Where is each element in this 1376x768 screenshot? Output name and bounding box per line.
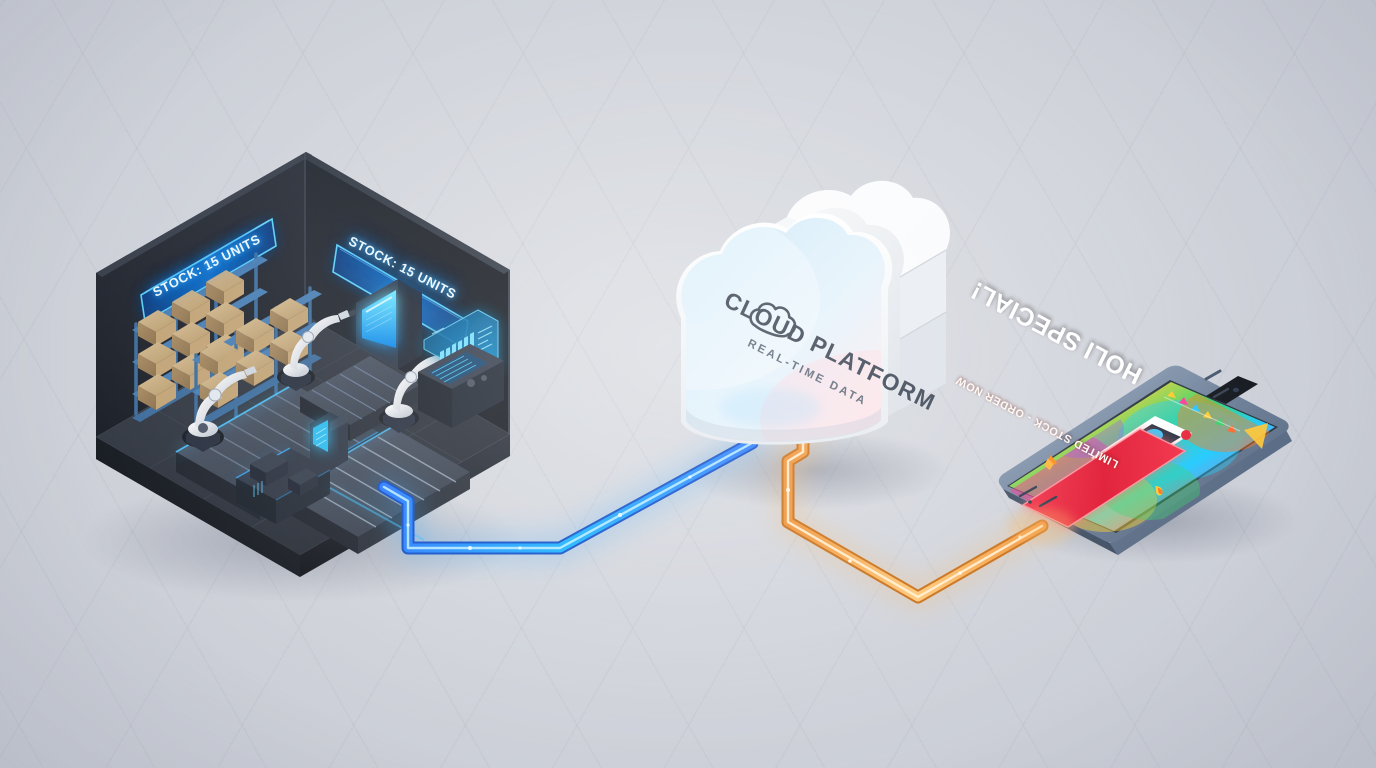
megaphone-icon <box>1044 455 1057 471</box>
cloud-lobe-upper <box>787 180 950 277</box>
control-terminal[interactable] <box>418 309 504 428</box>
workbench[interactable] <box>235 447 331 524</box>
product-badge <box>1181 430 1191 440</box>
fire-icon <box>1155 485 1163 496</box>
rack-boxes-row2 <box>138 302 244 378</box>
phone-bottom-ports <box>1018 485 1058 508</box>
cloud-lobe-mid <box>900 250 946 339</box>
cloud-face <box>681 217 885 442</box>
robot-arm-left[interactable] <box>182 366 257 452</box>
hologram-header <box>431 327 445 335</box>
data-packets-blue <box>406 475 692 550</box>
phone-notch <box>1206 376 1258 404</box>
phone-cable-glow <box>1008 508 1076 544</box>
robot-arm-right[interactable] <box>379 350 454 433</box>
stock-sign-left[interactable] <box>140 217 277 324</box>
phone-side-button[interactable] <box>1204 369 1222 381</box>
rack-boxes-front <box>200 298 308 408</box>
storage-rack-front[interactable] <box>192 286 322 442</box>
cloud-body-seam-1 <box>899 249 947 278</box>
robot-arm-center[interactable] <box>277 309 357 391</box>
cloud-body-seam-2 <box>899 311 947 340</box>
rack-boxes-row1 <box>138 270 244 346</box>
scanner-arch[interactable] <box>356 279 422 369</box>
cloud-icon <box>749 302 797 338</box>
wall-cap-left <box>96 152 312 277</box>
phone-speaker-icon <box>1212 387 1230 399</box>
cloud-lobe-lower <box>900 312 946 410</box>
bunting-flags <box>1163 391 1241 433</box>
cloud-base-shade <box>686 408 881 442</box>
scanner-pedestal[interactable] <box>310 412 348 471</box>
phone-camera-icon <box>1232 387 1240 393</box>
wall-cap-right <box>300 152 510 274</box>
warehouse-plinth-left <box>96 437 300 577</box>
cloud-platform[interactable] <box>580 180 1000 490</box>
cloud-cable-glow <box>720 388 820 428</box>
smart-warehouse[interactable] <box>96 152 510 577</box>
sun-burst-icon <box>1244 423 1268 449</box>
cloud-body-extrusion <box>722 180 950 420</box>
phone-side-right <box>1110 430 1292 555</box>
